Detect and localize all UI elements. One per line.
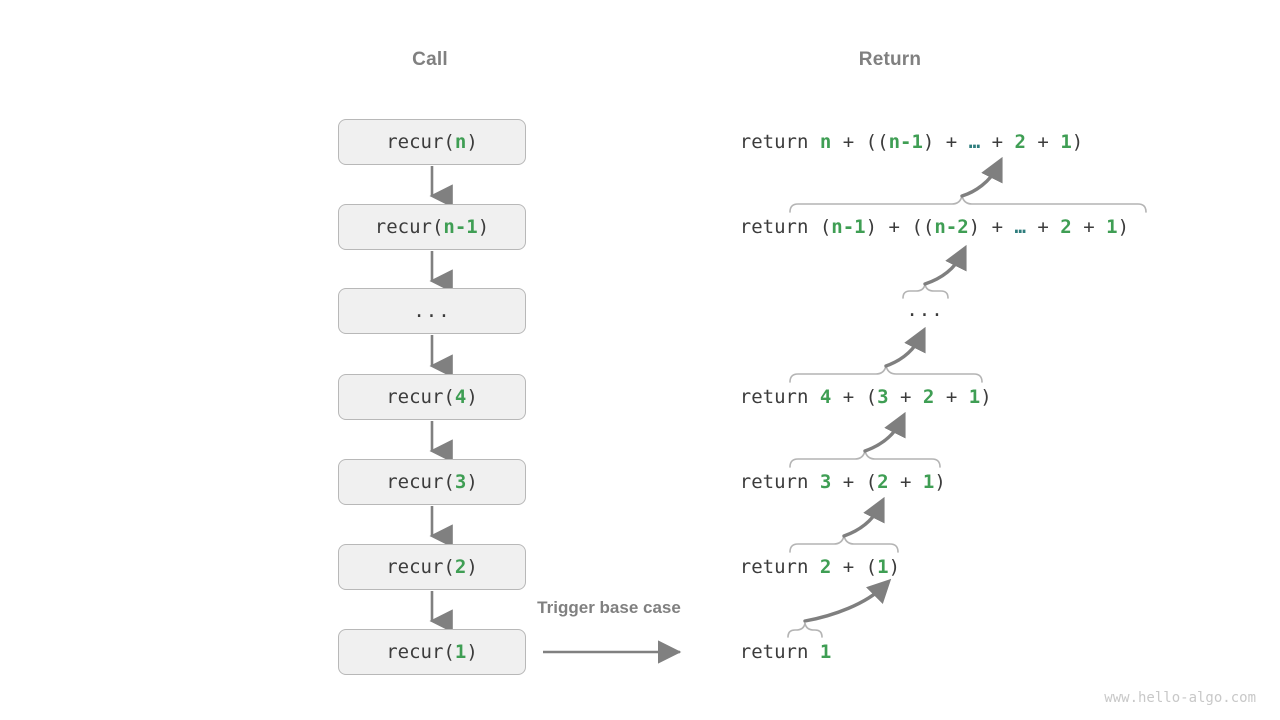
call-box-suffix: ) <box>466 556 478 578</box>
call-box-suffix: ) <box>466 471 478 493</box>
call-box-suffix: ) <box>477 216 490 238</box>
trigger-base-case-label: Trigger base case <box>537 598 681 617</box>
call-box-prefix: recur( <box>386 556 455 578</box>
column-header-call: Call <box>412 49 448 70</box>
watermark: www.hello-algo.com <box>1104 690 1256 706</box>
return-row-4: return 4 + (3 + 2 + 1) <box>694 364 992 430</box>
call-box-prefix: recur( <box>386 471 455 493</box>
call-box-arg: n-1 <box>443 216 478 238</box>
return-arrow-4to-mid <box>884 326 926 368</box>
call-box-recur-1[interactable]: recur(1) <box>338 629 526 675</box>
call-box-suffix: ) <box>466 131 478 153</box>
return-expression: 2 + (1) <box>819 556 901 578</box>
return-keyword: return <box>739 131 820 153</box>
return-keyword: return <box>739 556 820 578</box>
return-row-2: return 2 + (1) <box>694 534 900 600</box>
return-keyword: return <box>739 216 820 238</box>
call-box-recur-n[interactable]: recur(n) <box>338 119 526 165</box>
call-box-ellipsis-text: ... <box>413 300 451 322</box>
call-box-arg: 2 <box>454 556 467 578</box>
call-box-prefix: recur( <box>386 641 455 663</box>
call-box-suffix: ) <box>466 386 478 408</box>
return-keyword: return <box>739 386 820 408</box>
return-row-1: return 1 <box>694 619 832 685</box>
return-expression: 3 + (2 + 1) <box>819 471 946 493</box>
call-box-recur-2[interactable]: recur(2) <box>338 544 526 590</box>
column-header-return: Return <box>858 49 922 70</box>
brace-mid-ellipsis <box>902 283 949 299</box>
call-box-arg: n <box>454 131 467 153</box>
return-expression: (n-1) + ((n-2) + … + 2 + 1) <box>819 216 1130 238</box>
return-expression: 4 + (3 + 2 + 1) <box>819 386 992 408</box>
call-box-arg: 4 <box>454 386 467 408</box>
call-box-arg: 3 <box>454 471 467 493</box>
call-box-recur-3[interactable]: recur(3) <box>338 459 526 505</box>
return-row-3: return 3 + (2 + 1) <box>694 449 946 515</box>
call-box-prefix: recur( <box>386 131 455 153</box>
return-row-n: return n + ((n-1) + … + 2 + 1) <box>694 109 1083 175</box>
return-row-n-1: return (n-1) + ((n-2) + … + 2 + 1) <box>694 194 1129 260</box>
return-row-ellipsis: ... <box>906 299 944 321</box>
return-expression: 1 <box>819 641 832 663</box>
return-keyword: return <box>739 641 820 663</box>
call-box-prefix: recur( <box>374 216 444 238</box>
call-box-prefix: recur( <box>386 386 455 408</box>
call-box-arg: 1 <box>454 641 467 663</box>
call-box-recur-n-1[interactable]: recur(n-1) <box>338 204 526 250</box>
call-box-recur-4[interactable]: recur(4) <box>338 374 526 420</box>
call-box-ellipsis[interactable]: ... <box>338 288 526 334</box>
return-keyword: return <box>739 471 820 493</box>
return-expression: n + ((n-1) + … + 2 + 1) <box>819 131 1084 153</box>
call-box-suffix: ) <box>466 641 478 663</box>
